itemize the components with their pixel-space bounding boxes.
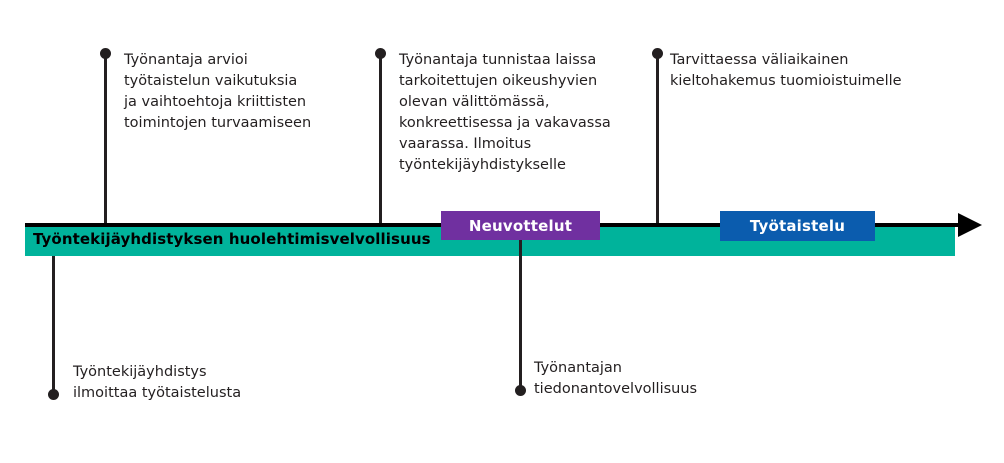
- callout-text-interim-injunction-application: Tarvittaessa väliaikainen kieltohakemus …: [670, 52, 902, 89]
- callout-connector-union-announces-industrial-action: [52, 256, 55, 394]
- phase-label-industrial-action: Työtaistelu: [749, 217, 846, 235]
- callout-connector-employer-assesses-effects: [104, 53, 107, 225]
- duty-of-care-band-label: Työntekijäyhdistyksen huolehtimisvelvoll…: [33, 230, 431, 248]
- callout-text-employer-identifies-legal-rights-at-risk: Työnantaja tunnistaa laissa tarkoitettuj…: [399, 52, 611, 173]
- callout-text-employer-duty-to-inform: Työnantajan tiedonantovelvollisuus: [534, 360, 698, 397]
- phase-box-negotiations: Neuvottelut: [441, 211, 600, 240]
- callout-text-union-announces-industrial-action: Työntekijäyhdistys ilmoittaa työtaistelu…: [73, 364, 242, 401]
- callout-connector-employer-identifies-legal-rights-at-risk: [379, 53, 382, 225]
- callout-connector-interim-injunction-application: [656, 53, 659, 225]
- callout-text-employer-assesses-effects: Työnantaja arvioi työtaistelun vaikutuks…: [124, 52, 312, 131]
- phase-box-industrial-action: Työtaistelu: [720, 211, 875, 241]
- callout-dot-union-announces-industrial-action: [48, 389, 59, 400]
- arrow-right-icon: [958, 213, 982, 237]
- callout-dot-employer-duty-to-inform: [515, 385, 526, 396]
- phase-label-negotiations: Neuvottelut: [468, 216, 573, 235]
- callout-connector-employer-duty-to-inform: [519, 240, 522, 390]
